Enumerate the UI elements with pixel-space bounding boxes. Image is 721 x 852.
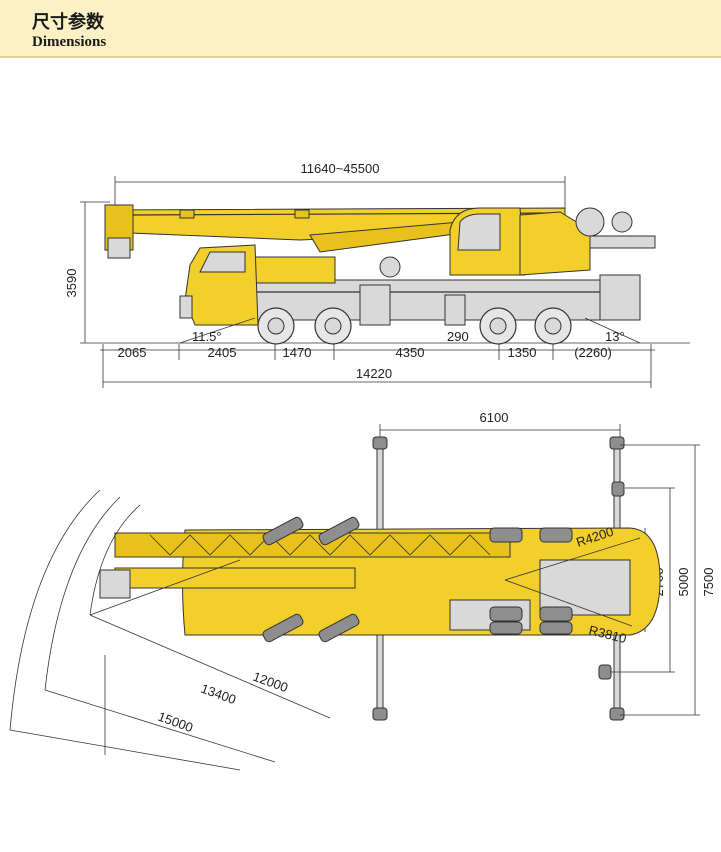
tires-top: [262, 516, 573, 643]
segment-label: (2260): [574, 345, 612, 360]
boom-base-top: [114, 567, 356, 589]
counterweight: [589, 235, 656, 249]
turntable-top: [539, 559, 631, 616]
rear-outrigger-box: [599, 274, 641, 321]
turntable: [519, 211, 591, 276]
title-chinese: 尺寸参数: [32, 12, 104, 33]
segment-label: 2065: [118, 345, 147, 360]
segment-label: 2405: [208, 345, 237, 360]
side-view: 11640~45500 3590: [64, 161, 690, 388]
outrigger-span-label: 6100: [480, 410, 509, 425]
approach-angle-label: 11.5°: [192, 329, 222, 344]
boom-head-top: [99, 569, 131, 599]
segment-label: 4350: [396, 345, 425, 360]
ground-clearance-label: 290: [447, 329, 469, 344]
cab-window: [199, 251, 246, 273]
turning-radius-label: 13400: [199, 681, 238, 707]
boom-top: [114, 532, 511, 558]
segment-label: 1470: [283, 345, 312, 360]
width-label: 7500: [701, 568, 716, 597]
segment-label: 1350: [508, 345, 537, 360]
hook-block: [107, 237, 131, 259]
width-label: 5000: [676, 568, 691, 597]
departure-angle-label: 13°: [605, 329, 625, 344]
winch-drum: [575, 207, 605, 237]
top-view: 6100 2700 5000 7500: [9, 410, 716, 771]
chassis-deck: [254, 256, 336, 284]
section-header: 尺寸参数 Dimensions: [0, 0, 721, 58]
segment-ticks: [102, 344, 652, 388]
turning-radius-label: 12000: [251, 669, 290, 695]
chassis-frame: [244, 279, 636, 321]
height-label: 3590: [64, 269, 79, 298]
wheels-side: [257, 307, 572, 345]
boom-length-label: 11640~45500: [301, 161, 380, 176]
title-english: Dimensions: [32, 34, 107, 50]
overall-length-label: 14220: [356, 366, 392, 381]
turning-arcs: [9, 489, 331, 771]
